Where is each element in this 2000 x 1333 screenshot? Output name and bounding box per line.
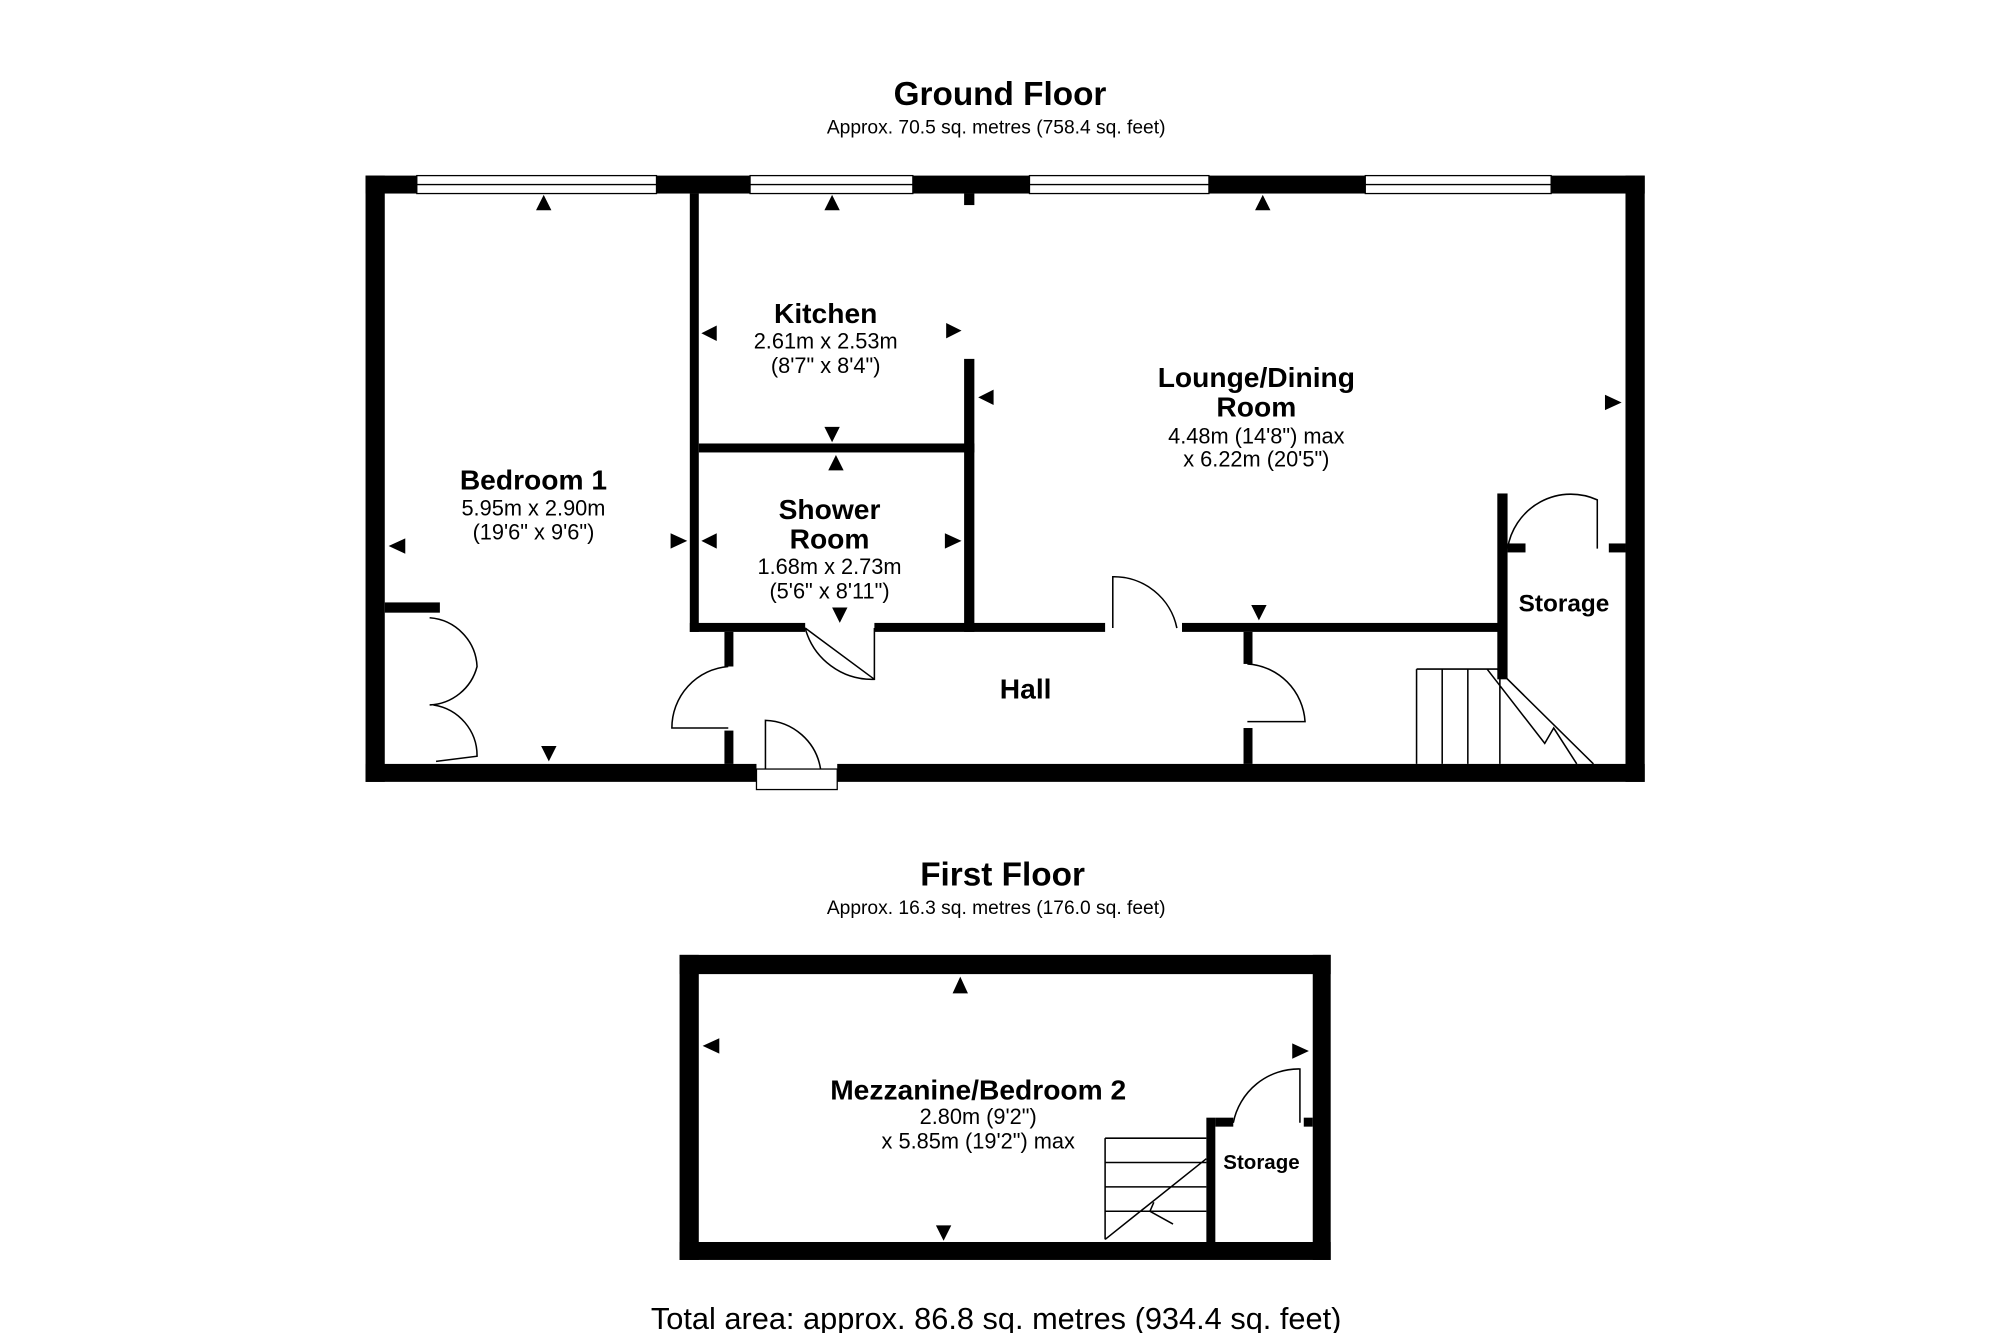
storage-name: Storage xyxy=(1519,590,1610,617)
ground-floor-stairs xyxy=(1415,668,1594,765)
mezzanine-name: Mezzanine/Bedroom 2 xyxy=(830,1074,1126,1106)
ground-floor-labels: Kitchen 2.61m x 2.53m (8'7" x 8'4") Loun… xyxy=(460,297,1609,705)
first-floor-walls xyxy=(679,954,1331,1260)
shower-name2: Room xyxy=(790,523,870,555)
shower-name1: Shower xyxy=(779,493,881,525)
kitchen-name: Kitchen xyxy=(774,297,877,329)
first-floor-labels: Mezzanine/Bedroom 2 2.80m (9'2") x 5.85m… xyxy=(830,1074,1299,1174)
hall-name: Hall xyxy=(1000,673,1052,705)
first-storage-name: Storage xyxy=(1223,1151,1299,1174)
shower-dim1: 1.68m x 2.73m xyxy=(758,554,902,579)
kitchen-dim1: 2.61m x 2.53m xyxy=(754,329,898,354)
ground-floor-doors xyxy=(429,493,1599,791)
total-area: Total area: approx. 86.8 sq. metres (934… xyxy=(651,1301,1342,1333)
lounge-dim2: x 6.22m (20'5") xyxy=(1183,447,1329,472)
ground-floor-title: Ground Floor xyxy=(894,76,1107,113)
lounge-name2: Room xyxy=(1216,391,1296,423)
bedroom1-dim1: 5.95m x 2.90m xyxy=(461,495,605,520)
first-floor-title: First Floor xyxy=(920,857,1085,894)
first-floor-area: Approx. 16.3 sq. metres (176.0 sq. feet) xyxy=(827,898,1166,919)
bedroom1-dim2: (19'6" x 9'6") xyxy=(473,520,595,545)
lounge-name1: Lounge/Dining xyxy=(1158,361,1355,393)
bedroom1-name: Bedroom 1 xyxy=(460,464,607,496)
shower-dim2: (5'6" x 8'11") xyxy=(769,579,889,604)
ground-floor-area: Approx. 70.5 sq. metres (758.4 sq. feet) xyxy=(827,117,1166,138)
lounge-dim1: 4.48m (14'8") max xyxy=(1168,423,1345,448)
kitchen-dim2: (8'7" x 8'4") xyxy=(771,353,881,378)
ground-floor-walls xyxy=(365,174,1645,782)
mezzanine-dim1: 2.80m (9'2") xyxy=(920,1104,1037,1129)
mezzanine-dim2: x 5.85m (19'2") max xyxy=(882,1128,1075,1153)
